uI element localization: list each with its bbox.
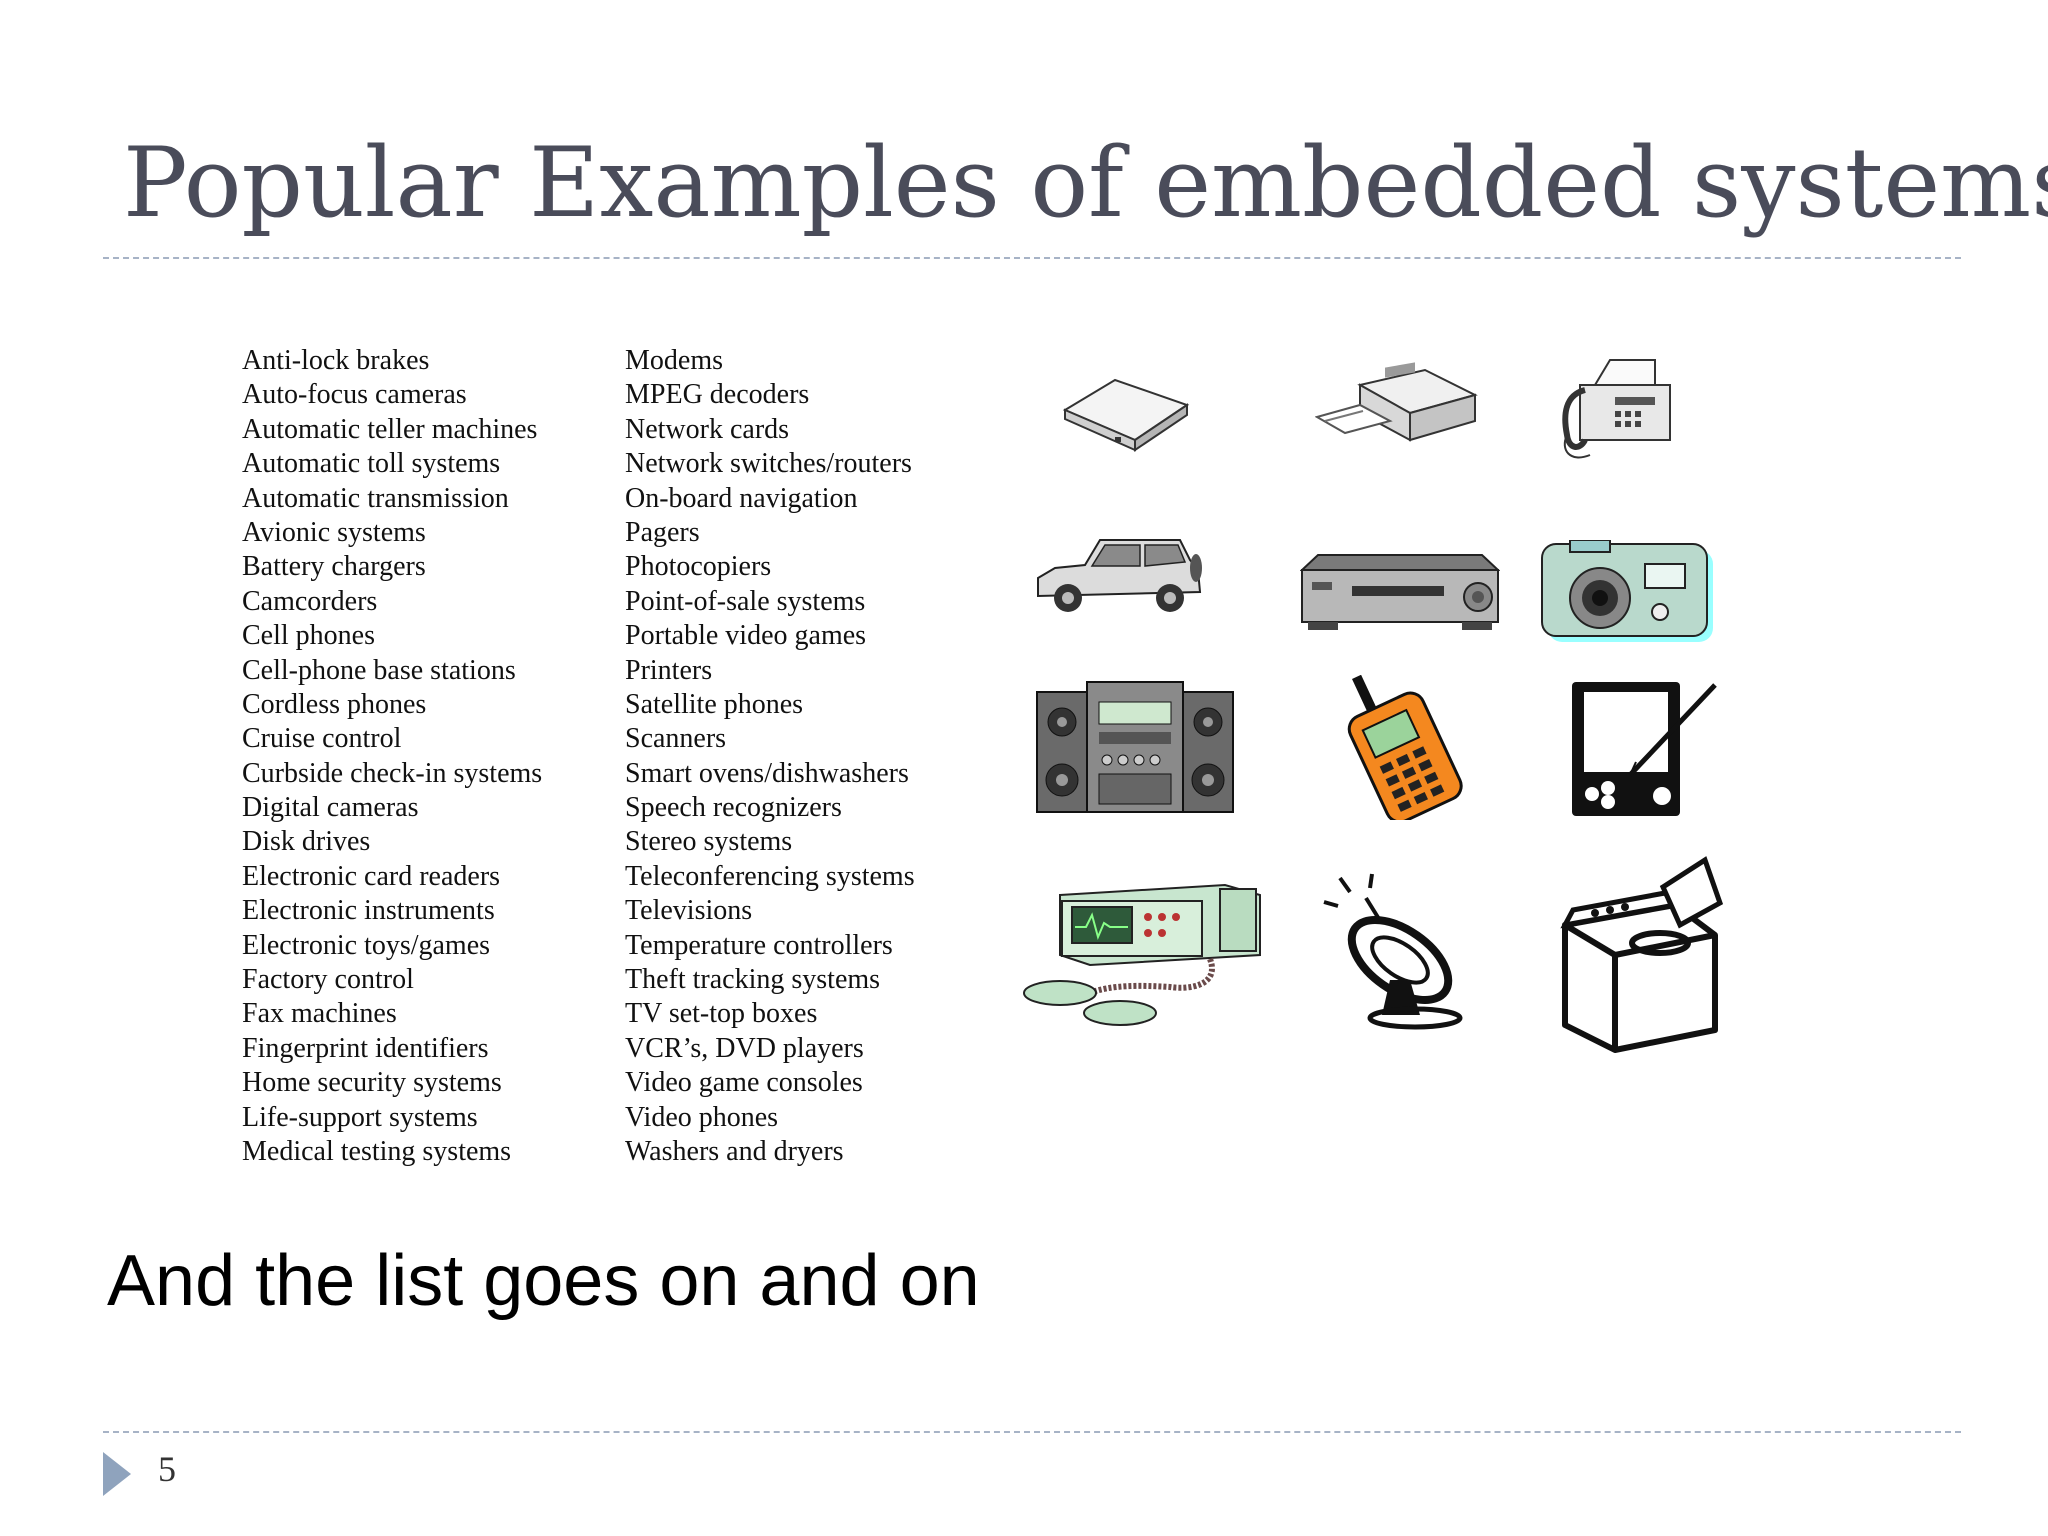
list-item: Electronic toys/games — [242, 929, 491, 961]
list-item: Portable video games — [625, 620, 867, 652]
stereo-system-icon — [1035, 680, 1235, 815]
list-item: Cell phones — [242, 620, 375, 652]
list-item: Digital cameras — [242, 792, 419, 824]
list-item: Electronic instruments — [242, 895, 495, 927]
list-item: Battery chargers — [242, 551, 426, 583]
list-item: Teleconferencing systems — [625, 860, 915, 892]
list-item: Electronic card readers — [242, 860, 501, 892]
page-number: 5 — [158, 1449, 176, 1489]
list-item: Cruise control — [242, 723, 402, 755]
list-item: Fax machines — [242, 998, 397, 1030]
list-item: Medical testing systems — [242, 1135, 512, 1167]
vcr-icon — [1300, 550, 1500, 635]
list-item: Scanners — [625, 723, 727, 755]
satellite-dish-icon — [1320, 870, 1470, 1030]
list-item: Theft tracking systems — [625, 964, 881, 996]
title-divider — [103, 257, 1961, 259]
footer-divider — [103, 1431, 1961, 1433]
list-item: Satellite phones — [625, 688, 804, 720]
list-item: Auto-focus cameras — [242, 379, 467, 411]
list-item: TV set-top boxes — [625, 998, 818, 1030]
list-item: Pagers — [625, 516, 700, 548]
suv-icon — [1030, 530, 1205, 620]
pda-icon — [1570, 680, 1720, 820]
list-item: Disk drives — [242, 826, 371, 858]
medical-monitor-icon — [1020, 875, 1270, 1030]
list-item: Washers and dryers — [625, 1135, 844, 1167]
list-item: Video phones — [625, 1101, 779, 1133]
list-item: Factory control — [242, 964, 414, 996]
fax-machine-icon — [1555, 355, 1680, 465]
play-triangle-icon — [103, 1452, 131, 1496]
slide-title: Popular Examples of embedded systems — [123, 127, 2048, 239]
closing-tagline: And the list goes on and on — [107, 1241, 980, 1321]
printer-icon — [1315, 355, 1485, 455]
list-item: Cordless phones — [242, 688, 427, 720]
list-item: On-board navigation — [625, 482, 858, 514]
list-item: Printers — [625, 654, 713, 686]
list-item: Network switches/routers — [625, 448, 912, 480]
list-item: Curbside check-in systems — [242, 757, 543, 789]
list-item: Network cards — [625, 413, 790, 445]
list-item: Automatic transmission — [242, 482, 509, 514]
list-item: Anti-lock brakes — [242, 345, 430, 376]
list-item: Automatic teller machines — [242, 413, 538, 445]
list-item: Camcorders — [242, 585, 378, 617]
list-item: MPEG decoders — [625, 379, 810, 411]
list-item: Stereo systems — [625, 826, 793, 858]
scanner-icon — [1055, 355, 1195, 455]
list-item: Life-support systems — [242, 1101, 478, 1133]
list-item: Fingerprint identifiers — [242, 1032, 489, 1064]
cell-phone-icon — [1340, 675, 1480, 820]
camera-icon — [1540, 540, 1715, 645]
list-item: Televisions — [625, 895, 753, 927]
list-item: Video game consoles — [625, 1067, 863, 1099]
list-item: Avionic systems — [242, 516, 426, 548]
washing-machine-icon — [1555, 855, 1725, 1055]
list-item: Speech recognizers — [625, 792, 842, 824]
list-item: VCR’s, DVD players — [625, 1032, 864, 1064]
list-item: Smart ovens/dishwashers — [625, 757, 909, 789]
list-item: Automatic toll systems — [242, 448, 501, 480]
list-item: Cell-phone base stations — [242, 654, 516, 686]
list-item: Home security systems — [242, 1067, 502, 1099]
list-item: Photocopiers — [625, 551, 772, 583]
list-item: Temperature controllers — [625, 929, 893, 961]
list-item: Modems — [625, 345, 723, 376]
list-item: Point-of-sale systems — [625, 585, 866, 617]
